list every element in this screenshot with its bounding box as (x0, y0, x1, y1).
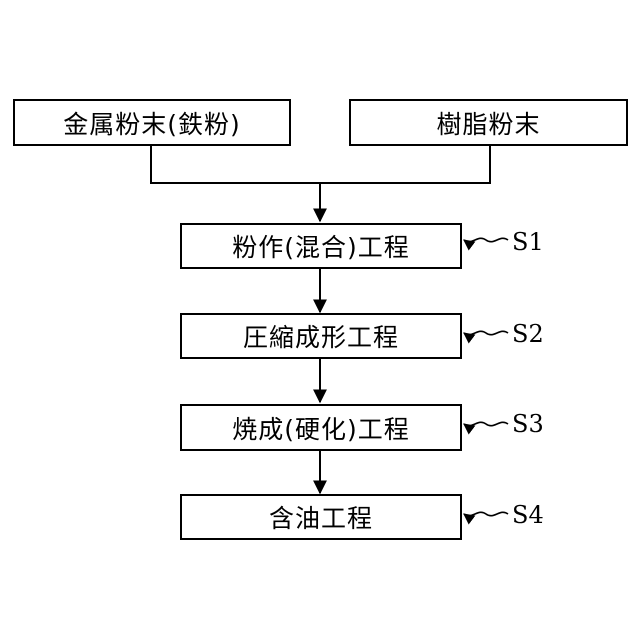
step-label-oil-impregnation: 含油工程 (269, 499, 373, 535)
merge-connector (150, 144, 491, 183)
metal-powder-label: 金属粉末(鉄粉) (63, 105, 241, 141)
step-box-compression: 圧縮成形工程 (180, 313, 462, 359)
step-ref-s1: S1 (512, 230, 544, 254)
step-label-compression: 圧縮成形工程 (243, 318, 399, 354)
leader-s4 (464, 512, 508, 515)
step-box-oil-impregnation: 含油工程 (180, 494, 462, 540)
leader-s3 (464, 422, 508, 425)
step-box-mixing: 粉作(混合)工程 (180, 223, 462, 269)
resin-powder-box: 樹脂粉末 (349, 99, 628, 146)
step-ref-s4: S4 (512, 503, 544, 527)
step-box-firing: 焼成(硬化)工程 (180, 404, 462, 451)
leader-s1 (464, 238, 508, 241)
resin-powder-label: 樹脂粉末 (436, 105, 540, 141)
step-label-firing: 焼成(硬化)工程 (232, 410, 410, 446)
step-label-mixing: 粉作(混合)工程 (232, 228, 410, 264)
leader-s2 (464, 331, 508, 334)
metal-powder-box: 金属粉末(鉄粉) (13, 99, 291, 146)
step-ref-s3: S3 (512, 412, 544, 436)
step-ref-s2: S2 (512, 322, 544, 346)
